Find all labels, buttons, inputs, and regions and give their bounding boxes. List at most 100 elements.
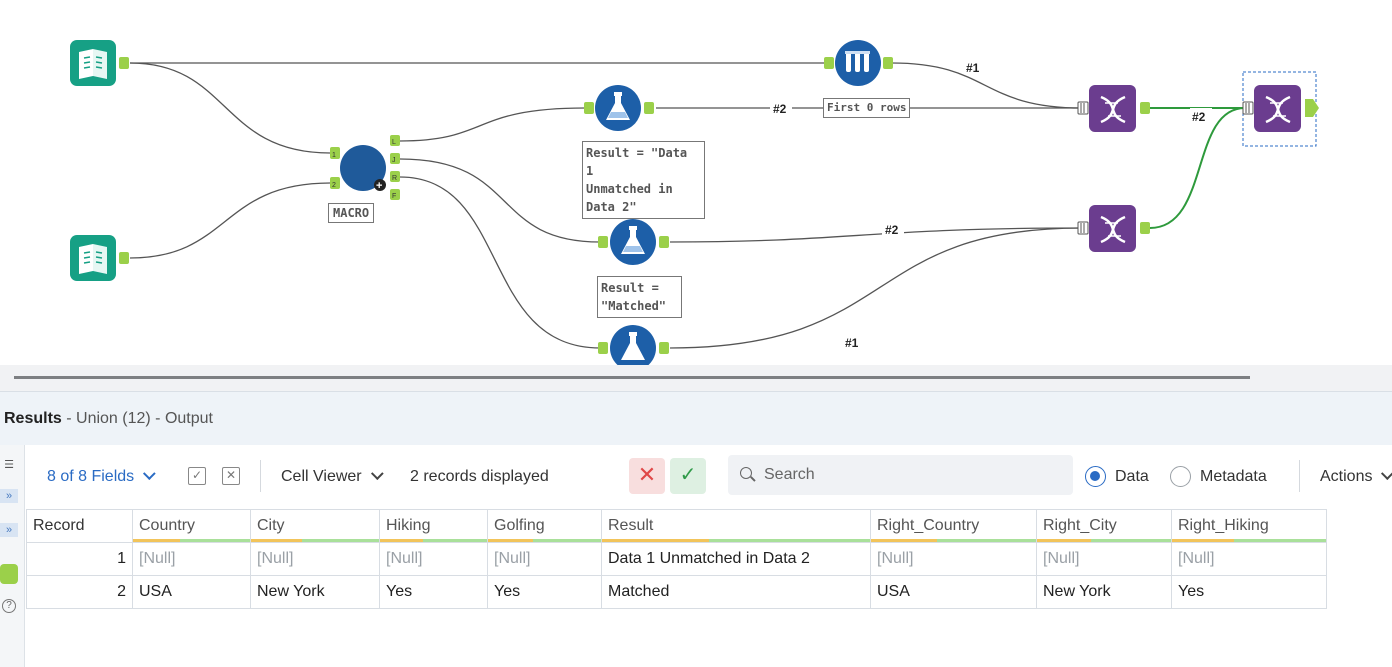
table-cell[interactable]: Matched xyxy=(601,575,871,609)
test-tubes-icon xyxy=(845,51,870,72)
clear-icon[interactable]: ✕ xyxy=(222,467,240,485)
table-row[interactable]: 1 [Null] [Null] [Null] [Null] Data 1 Unm… xyxy=(26,542,1327,576)
toolbar-divider xyxy=(1299,460,1300,492)
wire-macro-R-to-formula3 xyxy=(399,176,601,349)
column-header[interactable]: Right_City xyxy=(1036,509,1172,543)
union-tool-1[interactable] xyxy=(1077,85,1150,132)
dna-icon xyxy=(1265,95,1291,124)
wire-union2-to-union3 xyxy=(1149,107,1246,229)
table-cell[interactable]: USA xyxy=(132,575,251,609)
splitter-grip[interactable] xyxy=(14,376,1250,379)
column-header[interactable]: Golfing xyxy=(487,509,602,543)
help-icon[interactable]: ? xyxy=(2,599,16,613)
wire-label: #1 xyxy=(966,61,980,75)
column-header[interactable]: Record xyxy=(26,509,133,543)
macro-tool[interactable]: 1 2 + L J R F xyxy=(330,135,400,200)
results-toolbar: 8 of 8 Fields ✓ ✕ Cell Viewer 2 records … xyxy=(26,445,1392,509)
search-box[interactable] xyxy=(728,455,1073,495)
wire-input1-to-macro xyxy=(129,62,331,154)
table-cell[interactable]: Yes xyxy=(1171,575,1327,609)
table-row[interactable]: 2 USA New York Yes Yes Matched USA New Y… xyxy=(26,575,1327,609)
column-header[interactable]: Right_Hiking xyxy=(1171,509,1327,543)
table-cell[interactable]: New York xyxy=(250,575,380,609)
union-tool-2[interactable] xyxy=(1077,205,1150,252)
chevron-down-icon xyxy=(370,467,384,481)
wire-label: #1 xyxy=(845,336,859,350)
formula-tool-2[interactable] xyxy=(598,219,669,265)
data-radio[interactable] xyxy=(1085,466,1106,487)
svg-text:1: 1 xyxy=(332,152,336,159)
flask-icon xyxy=(606,92,630,120)
union-tool-3-selected[interactable] xyxy=(1242,71,1319,147)
wire-sample-to-union1 xyxy=(891,62,1083,109)
formula1-annotation: Result = "Data 1 Unmatched in Data 2" xyxy=(582,141,705,219)
cell-viewer-dropdown[interactable]: Cell Viewer xyxy=(281,466,384,488)
metadata-radio-label[interactable]: Metadata xyxy=(1200,468,1267,485)
anchor-1-icon[interactable]: » xyxy=(0,489,18,503)
checkbox-icon[interactable]: ✓ xyxy=(188,467,206,485)
formula-tool-1[interactable] xyxy=(584,85,654,131)
svg-text:+: + xyxy=(376,180,382,192)
svg-text:F: F xyxy=(392,193,396,200)
table-header-row: Record Country City Hiking Golfing Resul… xyxy=(26,509,1327,543)
anchor-2-icon[interactable]: » xyxy=(0,523,18,537)
wire-label: #2 xyxy=(773,102,787,116)
chevron-down-icon xyxy=(143,467,156,481)
data-radio-label[interactable]: Data xyxy=(1115,468,1149,485)
table-cell[interactable]: Yes xyxy=(487,575,602,609)
workflow-canvas[interactable]: #1 #2 #2 #2 #1 xyxy=(0,0,1392,365)
flask-icon xyxy=(621,332,645,360)
column-header[interactable]: Result xyxy=(601,509,871,543)
wire-labels: #1 #2 #2 #2 #1 xyxy=(770,60,1212,350)
dna-icon xyxy=(1100,215,1126,244)
formula2-annotation: Result = "Matched" xyxy=(597,276,682,318)
fields-selector[interactable]: 8 of 8 Fields xyxy=(47,466,156,488)
formula-tool-3[interactable] xyxy=(598,325,669,365)
table-cell[interactable]: [Null] xyxy=(1171,542,1327,576)
column-header[interactable]: Right_Country xyxy=(870,509,1037,543)
wire-formula2-to-union2 xyxy=(669,227,1083,243)
column-header[interactable]: Country xyxy=(132,509,251,543)
x-icon[interactable]: ✕ xyxy=(629,458,665,494)
svg-text:L: L xyxy=(392,139,396,146)
wire-input2-to-macro xyxy=(129,182,331,259)
column-header[interactable]: City xyxy=(250,509,380,543)
workflow-diagram: #1 #2 #2 #2 #1 xyxy=(70,40,1319,365)
metadata-radio[interactable] xyxy=(1170,466,1191,487)
book-icon xyxy=(79,49,107,79)
table-cell[interactable]: Yes xyxy=(379,575,488,609)
input-data-tool-2[interactable] xyxy=(70,235,129,281)
table-cell[interactable]: [Null] xyxy=(379,542,488,576)
table-cell[interactable]: [Null] xyxy=(870,542,1037,576)
svg-text:R: R xyxy=(392,175,397,182)
wire-formula3-to-union2 xyxy=(669,227,1083,349)
table-cell[interactable]: New York xyxy=(1036,575,1172,609)
column-header[interactable]: Hiking xyxy=(379,509,488,543)
results-grid[interactable]: Record Country City Hiking Golfing Resul… xyxy=(26,509,1392,667)
table-cell[interactable]: USA xyxy=(870,575,1037,609)
chevron-down-icon xyxy=(1381,467,1392,481)
flask-icon xyxy=(621,226,645,254)
table-cell[interactable]: Data 1 Unmatched in Data 2 xyxy=(601,542,871,576)
results-left-rail: ☰ » » ? xyxy=(0,445,25,667)
list-icon[interactable]: ☰ xyxy=(4,459,14,471)
macro-annotation: MACRO xyxy=(328,203,375,223)
record-cell[interactable]: 2 xyxy=(26,575,133,609)
results-title: Results - Union (12) - Output xyxy=(4,410,213,427)
svg-text:J: J xyxy=(392,157,396,164)
table-cell[interactable]: [Null] xyxy=(250,542,380,576)
records-displayed: 2 records displayed xyxy=(410,468,549,485)
table-cell[interactable]: [Null] xyxy=(487,542,602,576)
table-cell[interactable]: [Null] xyxy=(1036,542,1172,576)
table-cell[interactable]: [Null] xyxy=(132,542,251,576)
sample-tool[interactable] xyxy=(824,40,893,86)
input-data-tool-1[interactable] xyxy=(70,40,129,86)
pane-splitter[interactable] xyxy=(0,365,1392,391)
search-input[interactable] xyxy=(764,464,1054,486)
output-anchor-icon[interactable] xyxy=(0,564,18,584)
dna-icon xyxy=(1100,95,1126,124)
record-cell[interactable]: 1 xyxy=(26,542,133,576)
check-icon[interactable]: ✓ xyxy=(670,458,706,494)
search-icon xyxy=(740,467,752,479)
actions-menu[interactable]: Actions xyxy=(1320,466,1392,488)
